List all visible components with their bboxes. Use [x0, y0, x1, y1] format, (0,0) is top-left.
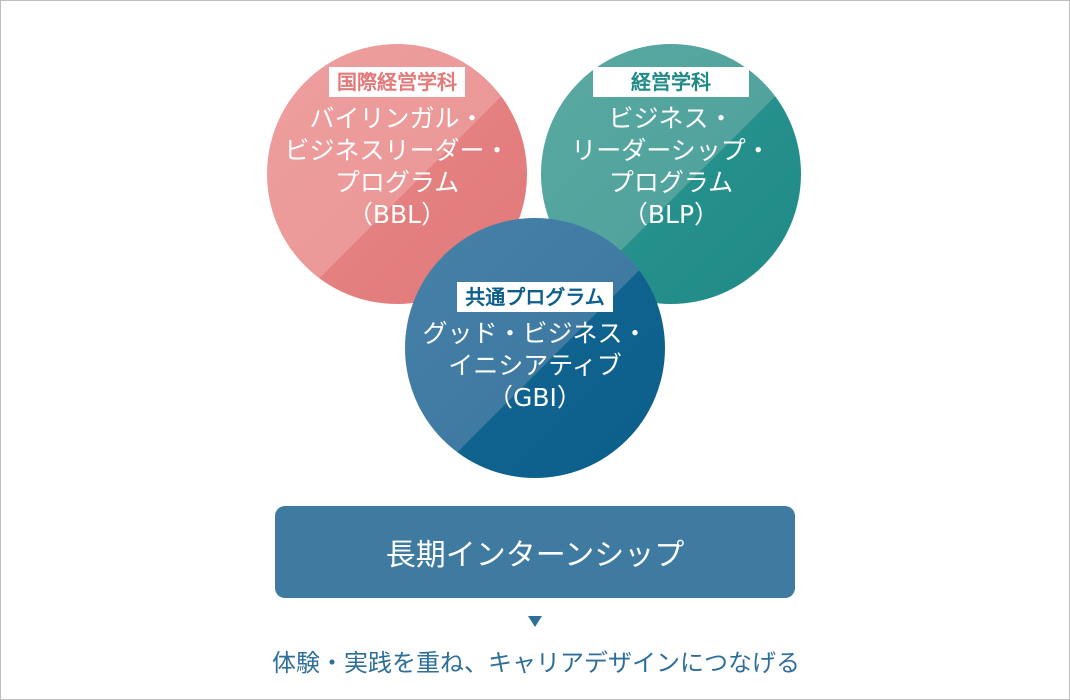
- program-title-line: バイリンガル・: [309, 104, 485, 133]
- program-tag-gbi: 共通プログラム: [457, 282, 613, 312]
- triangle-down-icon: [528, 616, 542, 627]
- program-title-line: （GBI）: [488, 383, 582, 412]
- program-title-line: イニシアティブ: [448, 351, 622, 380]
- program-title-line: プログラム: [608, 168, 734, 197]
- program-title-gbi: グッド・ビジネス・ イニシアティブ （GBI）: [422, 318, 647, 414]
- internship-box: 長期インターンシップ: [275, 506, 795, 598]
- program-circle-gbi: 共通プログラム グッド・ビジネス・ イニシアティブ （GBI）: [405, 218, 665, 478]
- internship-label: 長期インターンシップ: [385, 538, 685, 573]
- program-circle-bbl: 国際経営学科 バイリンガル・ ビジネスリーダー・ プログラム （BBL）: [267, 44, 527, 304]
- program-tag-blp: 経営学科: [593, 67, 749, 97]
- program-title-line: ビジネス・: [608, 104, 734, 133]
- program-title-line: （BLP）: [622, 200, 720, 229]
- program-title-bbl: バイリンガル・ ビジネスリーダー・ プログラム （BBL）: [284, 103, 509, 231]
- program-title-line: ビジネスリーダー・: [284, 136, 510, 165]
- program-title-line: リーダーシップ・: [571, 136, 771, 165]
- tagline: 体験・実践を重ね、キャリアデザインにつなげる: [272, 649, 800, 677]
- program-title-blp: ビジネス・ リーダーシップ・ プログラム （BLP）: [571, 103, 771, 231]
- program-title-line: プログラム: [334, 168, 460, 197]
- program-title-line: グッド・ビジネス・: [422, 319, 648, 348]
- program-tag-bbl: 国際経営学科: [329, 67, 465, 97]
- program-title-line: （BBL）: [347, 200, 447, 229]
